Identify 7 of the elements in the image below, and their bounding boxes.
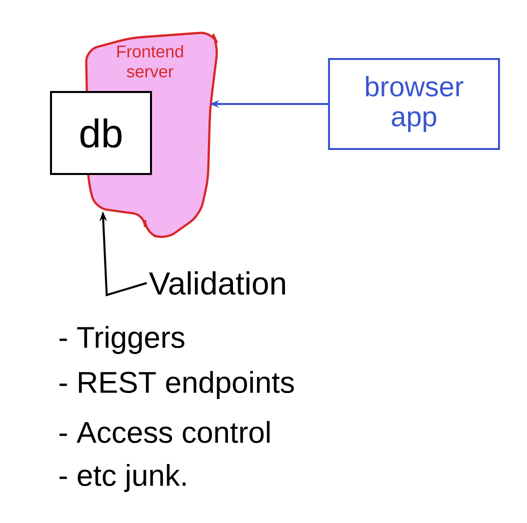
- list-item: - Access control: [60, 421, 270, 444]
- database-box: db: [50, 91, 152, 175]
- list-item: - Triggers: [60, 326, 184, 354]
- note-text: Validation: [149, 271, 285, 295]
- list-item: - REST endpoints: [60, 371, 294, 399]
- list-item: - etc junk.: [60, 464, 186, 492]
- app-box: browser app: [328, 58, 500, 150]
